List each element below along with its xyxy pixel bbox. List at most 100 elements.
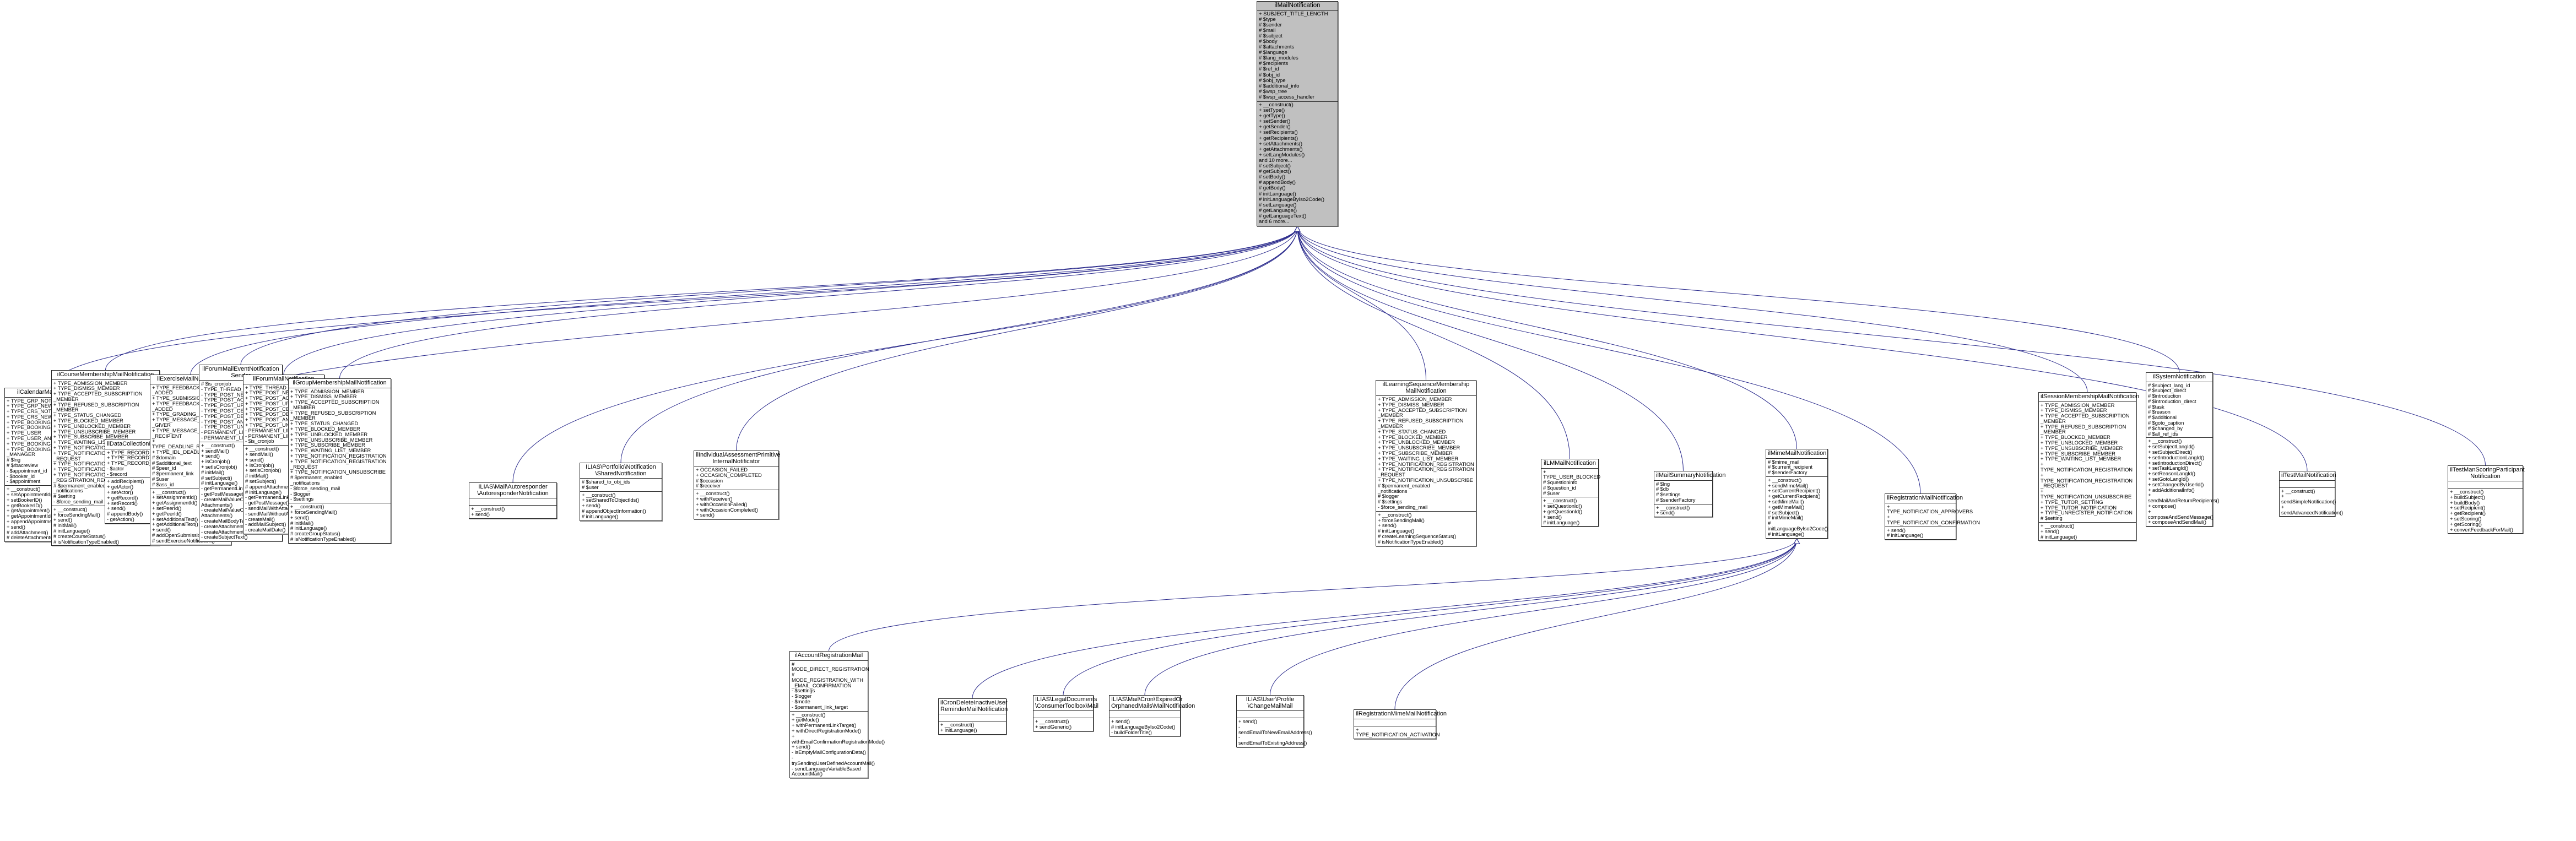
class-operation-row: # appendObjectInformation()	[582, 507, 646, 514]
class-attributes-compartment: + TYPE_NOTIFICATION_APPROVERS+ TYPE_NOTI…	[1885, 503, 1980, 527]
class-operation-row: + addRecipient()	[107, 478, 144, 485]
class-attribute-row: + TYPE_REFUSED_SUBSCRIPTION _MEMBER	[1378, 417, 1464, 429]
class-operation-row: + getType()	[1259, 113, 1285, 120]
class-operation-row: # initLanguage()	[1259, 191, 1296, 197]
class-operation-row: # initLanguage()	[245, 489, 282, 495]
class-attribute-row: + TYPE_FEEDBACK_FILE _ADDED	[152, 384, 214, 396]
class-node-ilSystemNotification[interactable]: ilSystemNotification# $subject_lang_id# …	[2146, 372, 2220, 527]
class-operations-compartment: + TYPE_NOTIFICATION_ACTIVATION	[1354, 726, 1440, 739]
class-attributes-compartment	[1033, 711, 1093, 718]
class-node-ilMailCronOrphanedOrphanedMailsMailNotification[interactable]: ILIAS\Mail\Cron\ExpiredOr OrphanedMails\…	[1109, 695, 1195, 737]
class-node-title: ilAccountRegistrationMail	[790, 652, 868, 661]
class-node-AutoresponderNotification[interactable]: ILIAS\Mail\Autoresponder \AutoresponderN…	[469, 482, 557, 519]
class-node-title: ilForumMailNotification	[243, 375, 324, 384]
class-operation-row: + setSender()	[1259, 118, 1291, 125]
class-node-ilSessionMembershipMailNotification[interactable]: ilSessionMembershipMailNotification+ TYP…	[2038, 392, 2139, 541]
generalization-arrowhead	[1793, 538, 1800, 544]
class-attribute-row: + TYPE_MESSAGE_FROM_PF _GIVER	[152, 416, 225, 428]
class-operations-compartment: + addRecipient()+ getActor()+ setActor()…	[105, 478, 177, 523]
class-operation-row: + setQuestionId()	[1543, 503, 1582, 509]
class-attribute-row: # $lng	[1656, 480, 1670, 487]
class-attribute-row: + TYPE_BLOCKED_MEMBER	[1378, 433, 1448, 440]
class-operation-row: + sendMail()	[201, 447, 229, 454]
class-attribute-row: # $is_cronjob	[201, 381, 231, 387]
class-attribute-row: # $body	[1259, 38, 1278, 45]
class-node-ilLearningSequenceMembershipMailNotification[interactable]: ilLearningSequenceMembership MailNotific…	[1376, 380, 1476, 546]
class-attribute-row: # MODE_DIRECT_REGISTRATION	[792, 660, 869, 672]
class-node-ilAccountRegistrationMail[interactable]: ilAccountRegistrationMail# MODE_DIRECT_R…	[789, 651, 885, 779]
class-node-ilTestMailNotification[interactable]: ilTestMailNotification+ __construct()+ s…	[2279, 471, 2343, 517]
class-operation-row: + setSubjectDirect()	[2148, 449, 2193, 455]
class-operation-row: + withDirectRegistrationMode()	[792, 728, 861, 734]
class-attribute-row: - $logger	[792, 693, 812, 699]
class-attribute-row: + TYPE_GRP_NEW_NOTIFICATION	[7, 403, 91, 409]
class-operation-row: + send()	[245, 456, 264, 463]
class-operation-row: # initLanguage()	[53, 528, 90, 534]
inheritance-edge	[620, 226, 1298, 463]
class-node-ilRegistrationMimeMailNotification[interactable]: ilRegistrationMimeMailNotification + TYPE…	[1354, 709, 1447, 740]
inheritance-edge	[1297, 226, 2088, 393]
class-attribute-row: + TYPE_DISMISS_MEMBER	[53, 385, 120, 392]
class-operation-row: # initLanguageByIso2Code()	[1259, 196, 1325, 203]
class-operation-row: + addAdditionalInfo()	[2148, 486, 2195, 493]
class-operation-row: + send()	[1887, 527, 1906, 533]
class-attribute-row: # $all_ref_ids	[2148, 430, 2178, 437]
class-node-ilCronDeleteInactiveUserReminderMailNotification[interactable]: ilCronDeleteInactiveUser ReminderMailNot…	[938, 698, 1008, 735]
class-attribute-row: # $obj_id	[1259, 72, 1280, 78]
class-attribute-row: + TYPE_ACCEPTED_SUBSCRIPTION _MEMBER	[1378, 406, 1467, 419]
class-node-ilMimeMailNotification[interactable]: ilMimeMailNotification# $mime_mail# $cur…	[1766, 449, 1828, 539]
class-attribute-row: - TYPE_POST_NEW	[201, 391, 249, 398]
class-node-ilRegistrationMailNotification[interactable]: ilRegistrationMailNotification+ TYPE_NOT…	[1885, 493, 1980, 540]
class-node-ilIndividualAssessmentPrimitiveInternalNotificator[interactable]: ilIndividualAssessmentPrimitive Internal…	[694, 451, 780, 520]
class-node-ilUserProfileChangeMailMail[interactable]: ILIAS\User\Profile \ChangeMailMail+ send…	[1236, 695, 1312, 747]
class-attributes-compartment: + TYPE_ADMISSION_MEMBER+ TYPE_DISMISS_ME…	[2039, 402, 2136, 523]
class-operation-row: + setAppointmentId()	[7, 491, 54, 498]
class-attribute-row: - PERMANENT_LINK_FORUM	[245, 432, 316, 439]
class-attribute-row: + TYPE_UNSUBSCRIBE_MEMBER	[2041, 444, 2123, 451]
class-operation-row: + getCurrentRecipient()	[1768, 493, 1821, 500]
inheritance-edge	[51, 226, 1298, 388]
class-operation-row: + send()	[53, 517, 72, 523]
class-operation-row: + getQuestionId()	[1543, 508, 1582, 515]
class-attribute-row: + TYPE_SUBSCRIBE_MEMBER	[290, 442, 365, 448]
class-attribute-row: + TYPE_GRADING_DONE	[152, 411, 214, 417]
class-operation-row: # setBody()	[1259, 174, 1285, 181]
class-node-SharedNotification[interactable]: ILIAS\Portfolio\Notification \SharedNoti…	[580, 463, 662, 521]
class-attribute-row: # $type	[1259, 16, 1276, 23]
class-attributes-compartment: + TYPE_ADMISSION_MEMBER+ TYPE_DISMISS_ME…	[289, 388, 391, 504]
class-attribute-row: - $settings	[290, 496, 314, 502]
class-operations-compartment: + send()# initLanguage()	[1885, 527, 1956, 540]
class-attribute-row: # $permanent_enabled _notifications	[290, 474, 343, 486]
class-operation-row: # createGroupStatus()	[290, 530, 340, 537]
class-operation-row: # setLanguage()	[1259, 202, 1297, 208]
class-attribute-row: + TYPE_WAITING_LIST_MEMBER	[2041, 455, 2122, 462]
class-attribute-row: + TYPE_ADMISSION_MEMBER	[53, 379, 128, 386]
class-node-ilMailNotification[interactable]: ilMailNotification+ SUBJECT_TITLE_LENGTH…	[1257, 1, 1338, 227]
class-operation-row: + getAdditionalText()	[152, 521, 198, 528]
class-attribute-row: + TYPE_POST_DELETED	[245, 411, 306, 417]
class-operation-row: + send()	[582, 502, 600, 509]
class-node-title: ilRegistrationMimeMailNotification	[1354, 710, 1447, 719]
class-node-ilLegalDocumentsConsumerToolboxMail[interactable]: ILIAS\LegalDocuments \ConsumerToolbox\Ma…	[1033, 695, 1098, 731]
class-operations-compartment: + __construct()+ sendMail()+ send()+ isC…	[243, 446, 324, 534]
class-node-ilTestManScoringParticipantNotification[interactable]: ilTestManScoringParticipant Notification…	[2448, 465, 2525, 534]
class-operation-row: + sendSimpleNotification()	[2281, 493, 2336, 505]
class-operations-compartment: + __construct()+ send()# initLanguage()	[2039, 523, 2136, 540]
class-attribute-row: + TYPE_ACCEPTED_SUBSCRIPTION _MEMBER	[290, 399, 380, 410]
class-node-title: ilRegistrationMailNotification	[1885, 494, 1963, 503]
class-node-ilLMMailNotification[interactable]: ilLMMailNotification+ TYPE_USER_BLOCKED#…	[1541, 459, 1600, 527]
class-operation-row: + send()	[1543, 513, 1562, 520]
class-operation-row: - sendEmailToExistingAddress()	[1238, 734, 1307, 746]
class-attribute-row: # $subject_direct	[2148, 387, 2187, 394]
class-node-ilGroupMembershipMailNotification[interactable]: ilGroupMembershipMailNotification+ TYPE_…	[288, 378, 391, 544]
class-operation-row: # initMail()	[245, 473, 269, 479]
class-operation-row: + getPeerId()	[152, 510, 182, 517]
class-operation-row: + compose()	[2148, 503, 2177, 509]
class-node-ilMailSummaryNotification[interactable]: ilMailSummaryNotification# $lng# $db# $s…	[1654, 471, 1726, 518]
class-operation-row: + setRecipients()	[1259, 129, 1298, 136]
class-attribute-row: # $additional_info	[1259, 83, 1300, 89]
class-operation-row: + __construct()	[1543, 497, 1577, 504]
class-operation-row: # appendBody()	[1259, 180, 1296, 186]
class-operations-compartment: + __construct()+ buildSubject()+ buildBo…	[2448, 489, 2523, 533]
class-attribute-row: # $ref_id	[1259, 66, 1279, 73]
